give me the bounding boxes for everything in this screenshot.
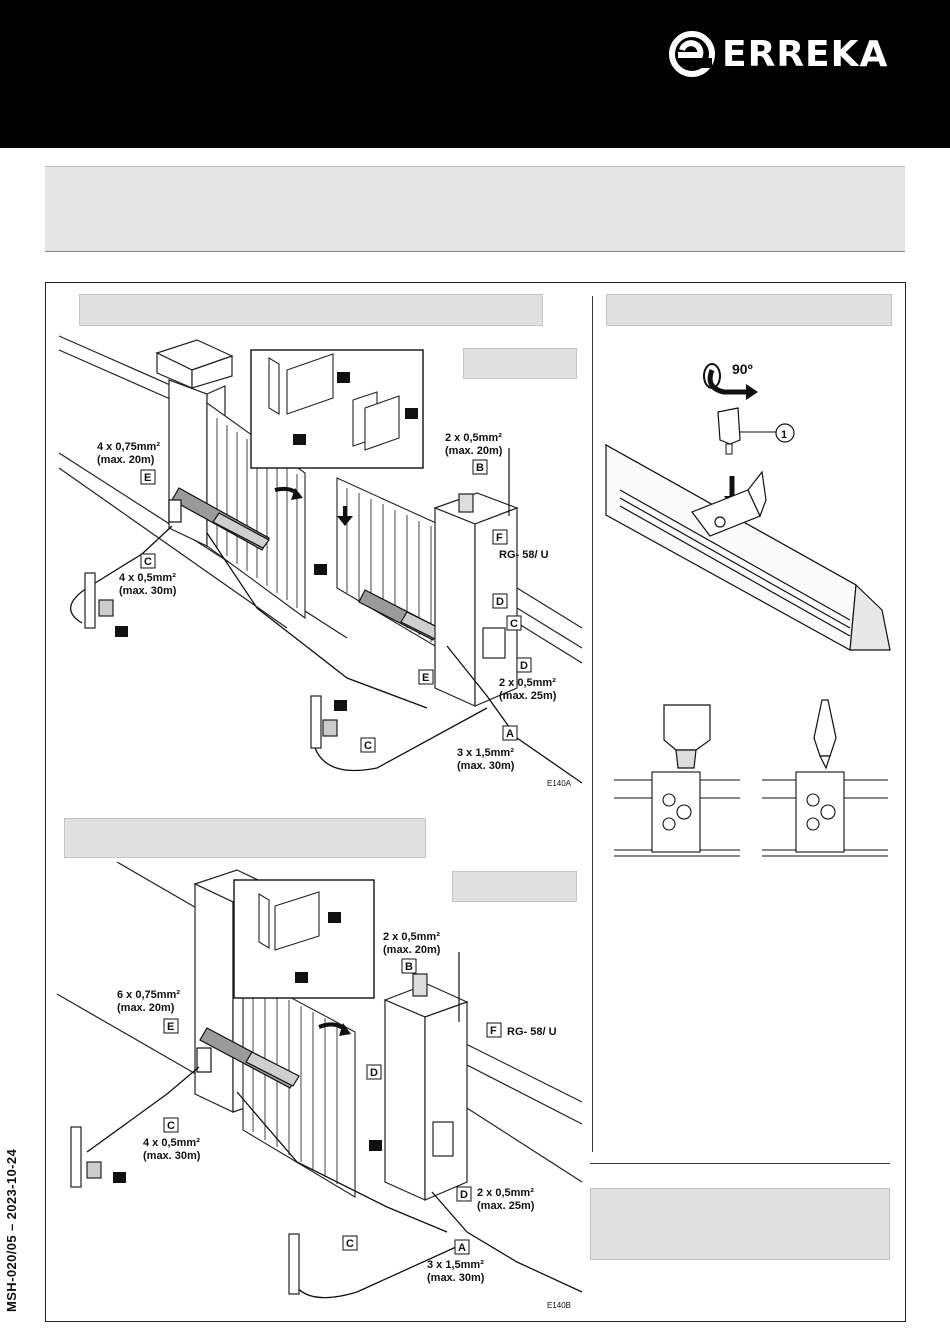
brand-logo: ERREKA <box>668 26 908 82</box>
label-B-bottom: B <box>405 961 413 973</box>
brand-logo-icon <box>669 31 715 77</box>
diagram-manual-release-svg: 90º 1 <box>604 361 891 857</box>
cable-a-bottom-2: (max. 30m) <box>427 1272 485 1284</box>
label-D2-top: D <box>520 660 528 672</box>
section-heading-top-left <box>79 294 543 326</box>
brand-name: ERREKA <box>722 33 889 75</box>
cable-c-bottom-1: 4 x 0,5mm² <box>143 1137 200 1149</box>
rotation-angle: 90º <box>732 361 753 377</box>
label-E2-top: E <box>422 672 429 684</box>
callout-1: 1 <box>781 429 787 441</box>
label-D2-bottom: D <box>460 1189 468 1201</box>
label-box-bottom <box>452 871 577 902</box>
header-bar: ERREKA <box>0 0 950 148</box>
label-A-top: A <box>506 728 514 740</box>
label-C2-bottom: C <box>346 1238 354 1250</box>
label-E-top: E <box>144 472 151 484</box>
cable-e-top-1: 4 x 0,75mm² <box>97 441 160 453</box>
label-C3-top: C <box>364 740 372 752</box>
label-D-bottom: D <box>370 1067 378 1079</box>
cable-a-top-2: (max. 30m) <box>457 760 515 772</box>
content-frame <box>45 282 906 1322</box>
label-D-top: D <box>496 596 504 608</box>
cable-d-bottom-1: 2 x 0,5mm² <box>477 1187 534 1199</box>
diagram-id-bottom: E140B <box>547 1301 571 1310</box>
diagram-single-gate-svg: E C B F D D A C 6 x 0,75mm² (max. 20m) 4… <box>56 862 583 1310</box>
section-heading-bottom-left <box>64 818 426 858</box>
cable-e-bottom-2: (max. 20m) <box>117 1002 175 1014</box>
cable-d-top-2: (max. 25m) <box>499 690 557 702</box>
cable-a-bottom-1: 3 x 1,5mm² <box>427 1259 484 1271</box>
right-column-divider <box>592 296 593 1152</box>
label-B-top: B <box>476 462 484 474</box>
label-F-bottom: F <box>490 1025 497 1037</box>
cable-b-top-1: 2 x 0,5mm² <box>445 432 502 444</box>
label-C-bottom: C <box>167 1120 175 1132</box>
diagram-id-top: E140A <box>547 779 572 788</box>
cable-b-top-2: (max. 20m) <box>445 445 503 457</box>
cable-c-top-1: 4 x 0,5mm² <box>119 572 176 584</box>
label-E-bottom: E <box>167 1021 174 1033</box>
label-A-bottom: A <box>458 1242 466 1254</box>
diagram-double-gate: E C B F D C D E A C 4 x 0,75mm² (max. 20… <box>47 328 587 798</box>
cable-f-top: RG- 58/ U <box>499 549 549 561</box>
cable-e-bottom-1: 6 x 0,75mm² <box>117 989 180 1001</box>
cable-b-bottom-2: (max. 20m) <box>383 944 441 956</box>
cable-a-top-1: 3 x 1,5mm² <box>457 747 514 759</box>
right-column-hr <box>590 1163 890 1164</box>
label-C-top: C <box>144 556 152 568</box>
cable-c-top-2: (max. 30m) <box>119 585 177 597</box>
label-C2-top: C <box>510 618 518 630</box>
note-box-right <box>590 1188 890 1260</box>
cable-d-bottom-2: (max. 25m) <box>477 1200 535 1212</box>
label-box-top <box>463 348 577 379</box>
diagram-single-gate: E C B F D D A C 6 x 0,75mm² (max. 20m) 4… <box>47 862 587 1317</box>
cable-d-top-1: 2 x 0,5mm² <box>499 677 556 689</box>
cable-c-bottom-2: (max. 30m) <box>143 1150 201 1162</box>
title-box <box>45 166 905 252</box>
diagram-double-gate-svg: E C B F D C D E A C 4 x 0,75mm² (max. 20… <box>58 335 583 788</box>
section-heading-top-right <box>606 294 892 326</box>
document-code: MSH-020/05 – 2023-10-24 <box>4 1148 19 1312</box>
cable-f-bottom: RG- 58/ U <box>507 1026 557 1038</box>
diagram-manual-release: 90º 1 <box>600 340 892 860</box>
label-F-top: F <box>496 532 503 544</box>
cable-b-bottom-1: 2 x 0,5mm² <box>383 931 440 943</box>
cable-e-top-2: (max. 20m) <box>97 454 155 466</box>
